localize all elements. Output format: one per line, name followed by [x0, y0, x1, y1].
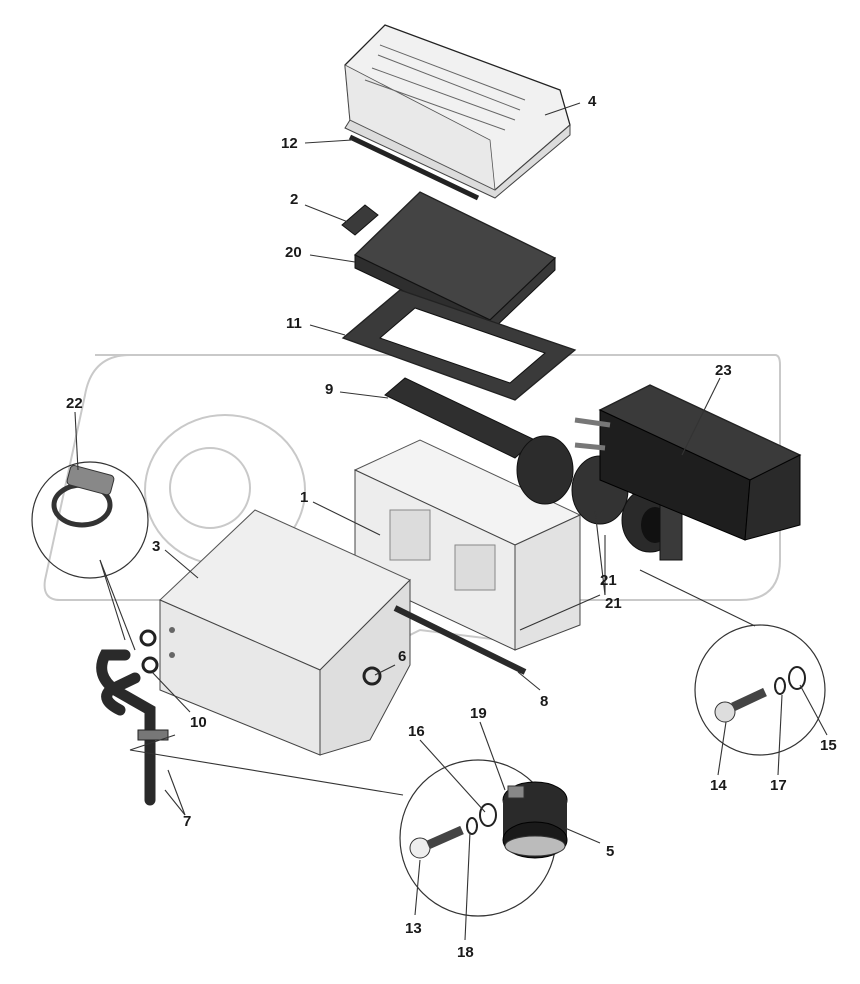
detail-bushing [399, 759, 568, 917]
callout-10: 10 [190, 714, 207, 731]
callout-21b: 21 [605, 595, 622, 612]
callout-4: 4 [588, 93, 597, 110]
callout-14: 14 [710, 777, 727, 794]
part-gasket-frame [341, 289, 577, 401]
callout-20: 20 [285, 244, 302, 261]
part-strip [348, 134, 480, 201]
part-bracket [341, 204, 379, 236]
detail-clamp [31, 461, 149, 579]
part-cover [344, 24, 571, 199]
callout-13: 13 [405, 920, 422, 937]
callout-2: 2 [290, 191, 298, 208]
o-rings [139, 629, 382, 686]
callout-3: 3 [152, 538, 160, 555]
callout-17: 17 [770, 777, 787, 794]
callout-16: 16 [408, 723, 425, 740]
callout-15: 15 [820, 737, 837, 754]
callout-22: 22 [66, 395, 83, 412]
callout-12: 12 [281, 135, 298, 152]
callout-11: 11 [286, 315, 302, 332]
callout-5: 5 [606, 843, 614, 860]
callout-23: 23 [715, 362, 732, 379]
callout-7: 7 [183, 813, 191, 830]
part-hoses [96, 649, 156, 806]
detail-bolt [694, 624, 826, 756]
hose-clamp [137, 729, 169, 741]
part-rail [393, 605, 527, 675]
callout-6: 6 [398, 648, 406, 665]
callout-8: 8 [540, 693, 548, 710]
part-main-box [159, 509, 411, 756]
callout-19: 19 [470, 705, 487, 722]
part-frame-housing [353, 439, 582, 651]
callout-1: 1 [300, 489, 308, 506]
callout-21a: 21 [600, 572, 617, 589]
callout-labels: 4 12 2 20 11 9 23 22 1 3 21 21 6 8 10 7 … [66, 93, 837, 961]
callout-18: 18 [457, 944, 474, 961]
part-heater-unit [574, 384, 802, 541]
leader-lines [74, 102, 828, 941]
callout-9: 9 [325, 381, 333, 398]
